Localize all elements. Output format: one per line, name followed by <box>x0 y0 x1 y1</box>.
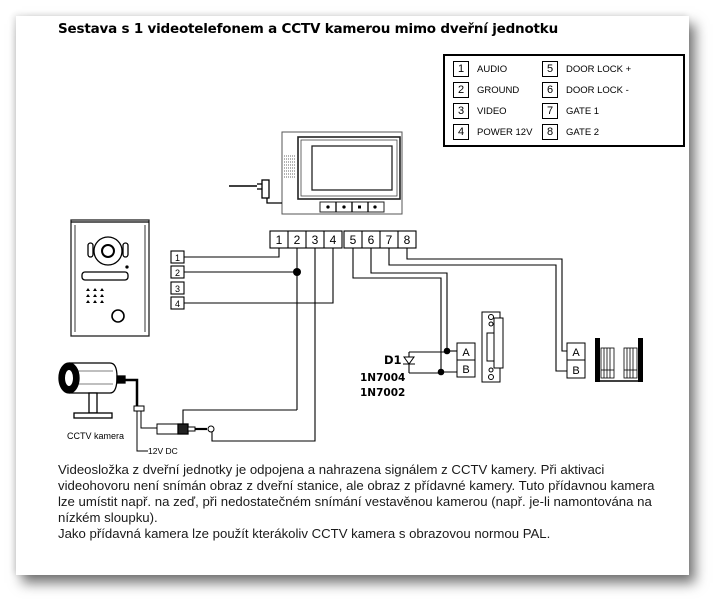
monitor-terminal-8: 8 <box>404 233 411 247</box>
lock-terminal-b: B <box>462 364 469 376</box>
door-unit-terminal-2: 2 <box>175 268 180 278</box>
wires-gate <box>388 248 567 372</box>
junction-dot <box>443 347 451 355</box>
wires-door-unit <box>184 248 334 434</box>
legend-number: 7 <box>542 103 558 119</box>
door-unit-terminal-1: 1 <box>175 253 180 263</box>
legend-number: 1 <box>453 61 469 77</box>
monitor-terminal-6: 6 <box>368 233 375 247</box>
monitor-terminal-3: 3 <box>312 233 319 247</box>
monitor-terminal-2: 2 <box>294 233 301 247</box>
power-adapter-icon <box>229 179 282 204</box>
legend-label: AUDIO <box>477 63 508 75</box>
gate-icon <box>595 338 643 382</box>
legend-number: 6 <box>542 82 558 98</box>
gate-terminal-b: B <box>572 365 579 377</box>
diode-type-2: 1N7002 <box>360 387 405 399</box>
monitor-terminal-1: 1 <box>276 233 283 247</box>
door-unit-terminal-3: 3 <box>175 284 180 294</box>
legend-label: GROUND <box>477 84 520 96</box>
diode-label: D1 <box>384 353 402 367</box>
wires-door-lock <box>352 248 458 374</box>
lock-terminal-a: A <box>462 347 470 359</box>
description-paragraph: Videosložka z dveřní jednotky je odpojen… <box>58 462 655 525</box>
legend-item: 6 DOOR LOCK - <box>542 81 629 99</box>
legend-item: 5 DOOR LOCK + <box>542 60 631 78</box>
diode-type-1: 1N7004 <box>360 372 405 384</box>
legend-number: 2 <box>453 82 469 98</box>
cable-splitter-icon <box>133 405 145 412</box>
door-strike-icon <box>481 311 504 383</box>
legend-label: GATE 1 <box>566 105 600 117</box>
video-connector-icon <box>156 423 215 435</box>
monitor-terminal-4: 4 <box>330 233 337 247</box>
junction-dot <box>437 368 445 376</box>
legend-label: POWER 12V <box>477 126 533 138</box>
power-label: 12V DC <box>148 446 178 456</box>
legend-number: 5 <box>542 61 558 77</box>
video-monitor-icon <box>281 131 403 215</box>
monitor-terminal-7: 7 <box>386 233 393 247</box>
legend-item: 2 GROUND <box>453 81 519 99</box>
cctv-camera-icon <box>58 362 139 419</box>
legend-label: DOOR LOCK - <box>566 84 629 96</box>
page-title: Sestava s 1 videotelefonem a CCTV kamero… <box>58 21 558 37</box>
camera-label: CCTV kamera <box>67 431 124 441</box>
legend-label: DOOR LOCK + <box>566 63 632 75</box>
lock-terminal-block <box>456 342 476 378</box>
legend-number: 8 <box>542 124 558 140</box>
description-text: Videosložka z dveřní jednotky je odpojen… <box>58 462 658 542</box>
legend-item: 3 VIDEO <box>453 102 507 120</box>
diagram-labels: 1 2 3 4 5 6 7 8 1 2 3 4 A B A B D1 1N700… <box>67 233 580 456</box>
junction-dot <box>293 268 301 276</box>
diode-icon <box>403 356 415 365</box>
legend-label: VIDEO <box>477 105 507 117</box>
legend-item: 8 GATE 2 <box>542 123 599 141</box>
gate-terminal-block <box>566 342 586 379</box>
legend-item: 7 GATE 1 <box>542 102 599 120</box>
description-paragraph: Jako přídavná kamera lze použít kterákol… <box>58 526 551 541</box>
legend-label: GATE 2 <box>566 126 600 138</box>
door-unit-terminal-4: 4 <box>175 299 180 309</box>
legend-number: 3 <box>453 103 469 119</box>
legend-number: 4 <box>453 124 469 140</box>
monitor-terminal-5: 5 <box>350 233 357 247</box>
gate-terminal-a: A <box>572 347 580 359</box>
legend-item: 4 POWER 12V <box>453 123 532 141</box>
door-station-icon <box>70 219 150 337</box>
monitor-terminal-block <box>269 230 417 249</box>
legend-item: 1 AUDIO <box>453 60 507 78</box>
